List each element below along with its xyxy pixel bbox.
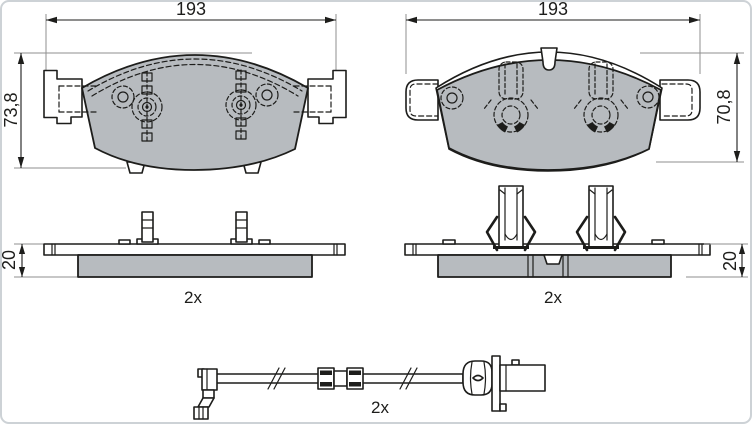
pad-body-right: [436, 59, 662, 171]
sensor-connector: [499, 359, 546, 392]
quantity-label-left: 2x: [184, 288, 202, 307]
plate-bump-left: [442, 239, 456, 245]
dim-thickness-right: 20: [686, 243, 748, 278]
retaining-pin-left: [136, 211, 159, 245]
retaining-pin-right: [230, 211, 253, 245]
shim-arc-outer: [87, 58, 303, 92]
dim-height-left: 73,8: [1, 52, 252, 169]
quantity-label-sensor: 2x: [371, 398, 389, 417]
dim-thickness-left: 20: [0, 243, 80, 278]
dim-width-left-label: 193: [176, 0, 206, 19]
dim-height-right-label: 70,8: [714, 89, 734, 124]
backplate-ear-right: [307, 69, 347, 125]
plate-bump-right: [258, 239, 271, 245]
break-mark-right: [399, 367, 418, 390]
dim-thickness-right-label: 20: [720, 251, 740, 271]
plate-bump-left: [118, 239, 131, 245]
backplate-top-right: [404, 243, 711, 256]
dim-width-right: 193: [405, 0, 701, 74]
view-pad-front-right: 193 70,8: [405, 0, 744, 172]
view-pad-front-left: 193 73,8: [1, 0, 347, 174]
dim-width-left: 193: [45, 0, 337, 78]
ear-hidden-edges-right: [409, 83, 693, 117]
dim-height-right: 70,8: [640, 52, 744, 163]
friction-material-left: [77, 254, 313, 278]
abutment-circle-right: [255, 83, 279, 107]
view-pad-top-left: 20 2x: [0, 211, 346, 307]
cable-sleeve: [333, 370, 348, 387]
abutment-circle-left: [111, 85, 135, 109]
dim-thickness-left-label: 20: [0, 250, 19, 270]
break-mark-left: [267, 367, 286, 390]
center-tab: [543, 254, 563, 265]
plate-bump-right: [651, 239, 665, 245]
ear-hidden-edges-left: [58, 85, 332, 113]
backplate-top-left: [43, 243, 346, 256]
view-pad-top-right: 20 2x: [404, 184, 748, 307]
spring-clip-right: [575, 184, 627, 252]
view-wear-sensor: 2x: [193, 355, 546, 420]
pad-body-left: [81, 54, 309, 171]
quantity-label-right: 2x: [544, 288, 562, 307]
sensor-grommet: [462, 360, 493, 396]
dim-height-left-label: 73,8: [1, 92, 21, 127]
top-notch: [540, 47, 558, 71]
backplate-ear-right: [659, 79, 701, 121]
backplate-ear-left: [405, 79, 439, 121]
cable-clip-left: [317, 367, 335, 390]
cable-clip-right: [346, 367, 364, 390]
sensor-bracket: [193, 368, 218, 420]
dim-width-right-label: 193: [538, 0, 568, 19]
guide-hole-right: [636, 85, 660, 109]
guide-hole-left: [440, 86, 464, 110]
shim-arc-inner: [91, 63, 299, 97]
backplate-ear-left: [43, 69, 83, 125]
spring-clip-left: [485, 184, 537, 252]
